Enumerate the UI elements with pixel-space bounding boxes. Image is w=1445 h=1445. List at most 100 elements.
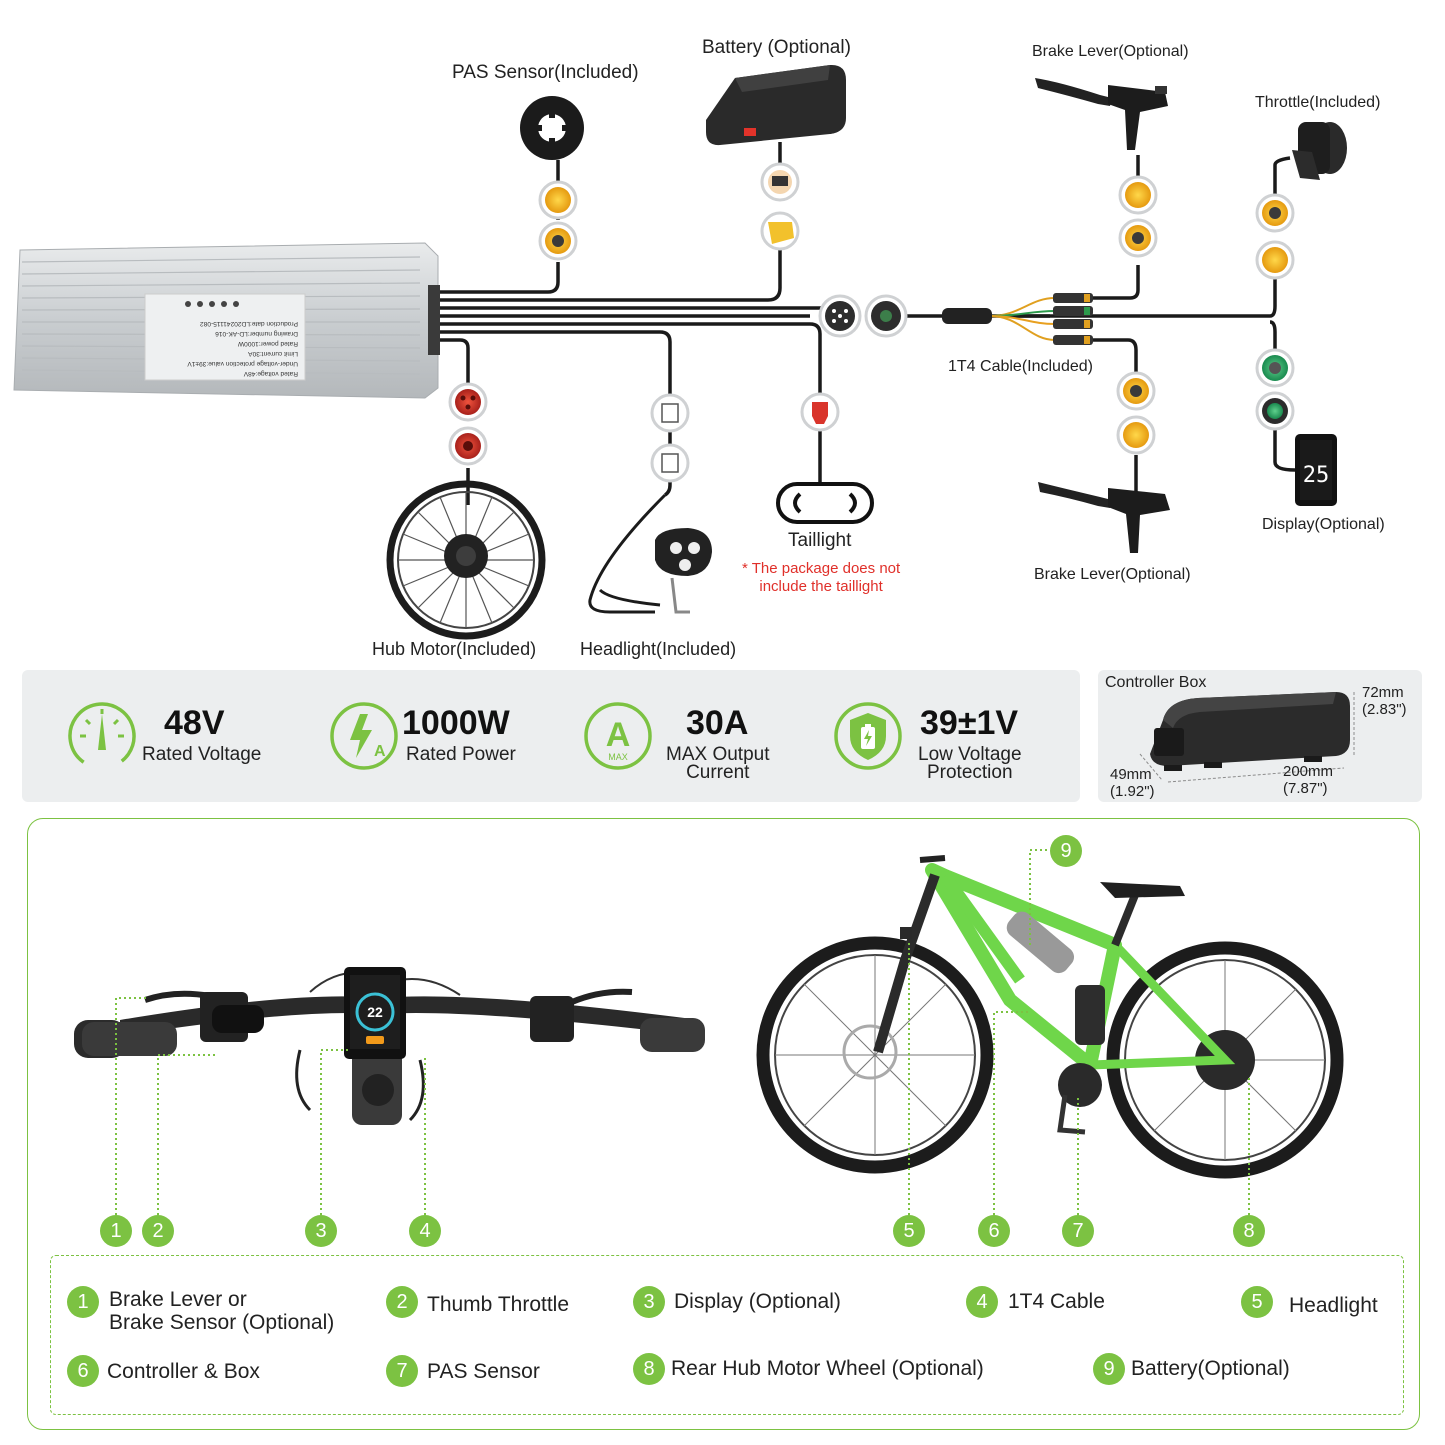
screen-speed: 22 — [367, 1004, 383, 1020]
connector-brake-bottom-a — [1116, 371, 1156, 411]
certification-marks-icon — [185, 301, 239, 307]
spec-value: 30A — [686, 704, 749, 742]
current-icon-sub: MAX — [608, 752, 628, 762]
controller-spec-line: Under-voltage protection value:39±1V — [187, 360, 298, 367]
battery-icon — [706, 64, 846, 146]
splitter-body-icon — [942, 308, 992, 324]
controller-spec-label: Rated voltage:48V Under-voltage protecti… — [187, 320, 298, 377]
spec-bar: 48V Rated Voltage A 1000W Rated Power A … — [22, 670, 1080, 802]
taillight-icon — [776, 482, 874, 524]
spec-label: MAX Output Current — [666, 744, 770, 783]
legend-num: 2 — [386, 1286, 418, 1318]
controller-box-panel: Controller Box 72mm (2.83") 49mm (1.92")… — [1098, 670, 1422, 802]
controller-box-width: 49mm (1.92") — [1110, 766, 1155, 800]
current-icon-letter: A — [606, 716, 631, 754]
brake-lever-top-icon — [1035, 78, 1168, 150]
legend-num: 4 — [966, 1286, 998, 1318]
controller-spec-line: Rated voltage:48V — [243, 370, 298, 377]
connector-motor-a — [448, 382, 488, 422]
callout-8: 8 — [1233, 1215, 1265, 1247]
brake-lever-top-label: Brake Lever(Optional) — [1032, 43, 1189, 60]
display-device-icon: 25 — [1295, 434, 1337, 506]
shield-battery-icon — [834, 702, 902, 770]
legend-text: 1T4 Cable — [1008, 1290, 1105, 1313]
controller-spec-line: Rated power:1000W — [237, 340, 298, 347]
installation-illustration: 22 — [74, 849, 1344, 1215]
pas-sensor-icon — [520, 96, 584, 160]
callout-9: 9 — [1050, 835, 1082, 867]
connector-display-b — [1255, 391, 1295, 431]
spec-label: Low Voltage Protection — [918, 744, 1022, 783]
gauge-icon — [68, 702, 136, 770]
spec-value: 1000W — [402, 704, 510, 742]
connector-battery-a — [760, 162, 800, 202]
connector-taillight — [800, 392, 840, 432]
legend-num: 8 — [633, 1353, 665, 1385]
legend-text: Thumb Throttle — [427, 1293, 570, 1316]
connector-brake-top-a — [1118, 175, 1158, 215]
connector-throttle-b — [1255, 240, 1295, 280]
legend-text: Rear Hub Motor Wheel (Optional) — [671, 1357, 984, 1380]
battery-label: Battery (Optional) — [702, 37, 851, 58]
callout-5: 5 — [893, 1215, 925, 1247]
power-icon-letter: A — [374, 743, 386, 760]
brake-lever-bottom-label: Brake Lever(Optional) — [1034, 566, 1191, 583]
legend-text: PAS Sensor — [427, 1360, 540, 1383]
connector-display-a — [1255, 348, 1295, 388]
legend-text: Display (Optional) — [674, 1290, 841, 1313]
legend-num: 5 — [1241, 1286, 1273, 1318]
lightning-power-icon: A — [330, 702, 398, 770]
cable-label: 1T4 Cable(Included) — [948, 358, 1093, 375]
controller-icon — [13, 242, 440, 399]
callout-1: 1 — [100, 1215, 132, 1247]
handlebar-icon: 22 — [74, 967, 705, 1125]
legend-text: Battery(Optional) — [1131, 1357, 1290, 1380]
connector-display-cable-b — [864, 294, 908, 338]
spec-value: 39±1V — [920, 704, 1019, 742]
legend-num: 3 — [633, 1286, 665, 1318]
throttle-icon — [1292, 122, 1347, 180]
callout-3: 3 — [305, 1215, 337, 1247]
hub-motor-wheel-icon — [386, 480, 546, 640]
spec-rated-power: A 1000W Rated Power — [328, 670, 578, 802]
taillight-label: Taillight — [788, 530, 852, 551]
connector-headlight-a — [650, 393, 690, 433]
wiring-diagram: Rated voltage:48V Under-voltage protecti… — [13, 64, 1347, 640]
legend: 1 Brake Lever or Brake Sensor (Optional)… — [50, 1255, 1404, 1415]
spec-label: Rated Power — [406, 744, 516, 765]
connector-display-cable-a — [818, 294, 862, 338]
leader-lines — [115, 849, 1250, 1215]
connector-battery-b — [760, 211, 800, 251]
spec-max-current: A MAX 30A MAX Output Current — [582, 670, 832, 802]
controller-spec-line: Production date:LD20241115-082 — [200, 320, 298, 327]
legend-num: 9 — [1093, 1353, 1125, 1385]
throttle-label: Throttle(Included) — [1255, 94, 1381, 111]
callout-6: 6 — [978, 1215, 1010, 1247]
bike-icon — [756, 855, 1344, 1179]
controller-spec-line: Drawing number:LD-AK-016 — [215, 330, 298, 337]
legend-text: Controller & Box — [107, 1360, 260, 1383]
callout-4: 4 — [409, 1215, 441, 1247]
spec-label: Rated Voltage — [142, 744, 262, 765]
legend-text: Brake Lever or Brake Sensor (Optional) — [109, 1288, 335, 1334]
hub-motor-label: Hub Motor(Included) — [372, 639, 537, 659]
taillight-note: * The package does not include the taill… — [742, 560, 901, 595]
splitter-plugs — [1053, 293, 1093, 345]
headlight-label: Headlight(Included) — [580, 639, 737, 659]
connector-pas-male — [538, 221, 578, 261]
callout-7: 7 — [1062, 1215, 1094, 1247]
controller-box-length: 200mm (7.87") — [1283, 763, 1334, 797]
connector-brake-bottom-b — [1116, 415, 1156, 455]
legend-text: Headlight — [1289, 1294, 1378, 1317]
controller-box-title: Controller Box — [1105, 674, 1207, 691]
legend-num: 7 — [386, 1355, 418, 1387]
headlight-icon — [588, 493, 712, 614]
spec-low-voltage: 39±1V Low Voltage Protection — [832, 670, 1080, 802]
controller-spec-line: Limit current:30A — [248, 350, 298, 357]
connector-brake-top-b — [1118, 218, 1158, 258]
legend-num: 1 — [67, 1286, 99, 1318]
controller-box-icon — [1139, 692, 1355, 783]
spec-value: 48V — [164, 704, 225, 742]
connector-headlight-b — [650, 443, 690, 483]
connector-pas-female — [538, 180, 578, 220]
